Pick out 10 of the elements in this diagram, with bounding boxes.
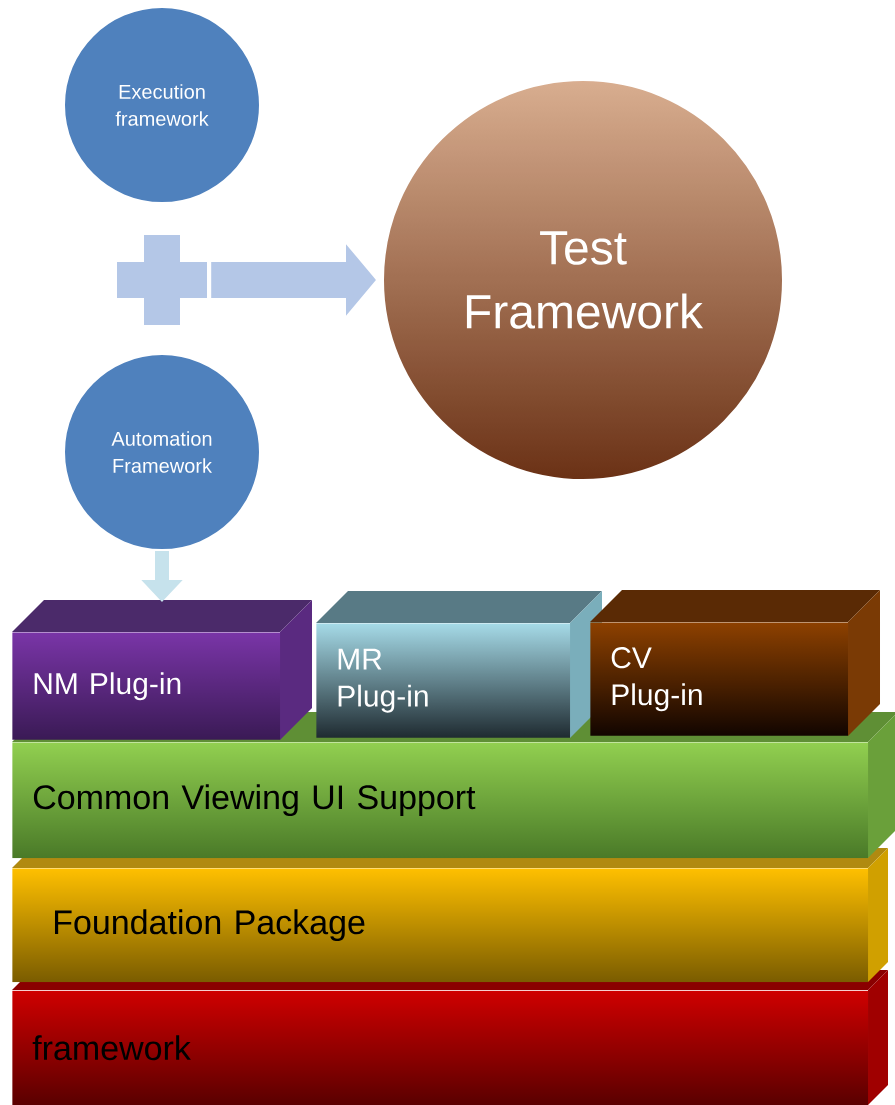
layer-block: Foundation Package	[12, 848, 888, 983]
layer-block: MR Plug-in	[316, 591, 602, 738]
circle-node: Test Framework	[382, 79, 784, 481]
layer-block: framework	[12, 970, 888, 1105]
layer-block: NM Plug-in	[12, 600, 312, 740]
layer-block: Common Viewing UI Support	[12, 712, 895, 859]
layer-block: CV Plug-in	[590, 590, 880, 736]
plus-sign	[117, 235, 207, 325]
circle-node: Execution framework	[63, 6, 261, 204]
circle-node: Automation Framework	[63, 353, 261, 551]
